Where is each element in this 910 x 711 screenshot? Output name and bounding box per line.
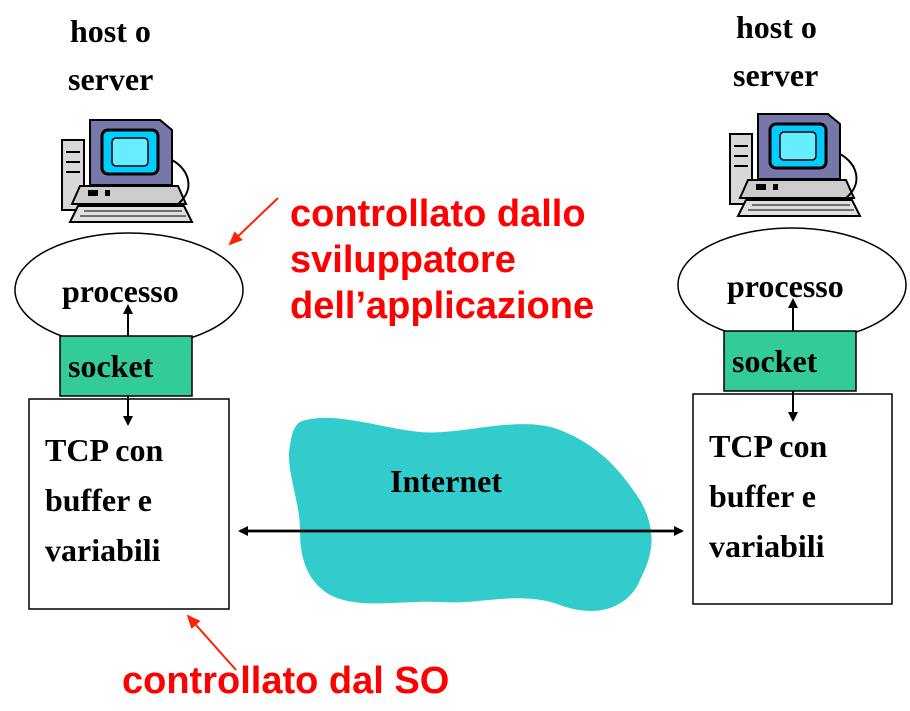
internet-cloud xyxy=(288,417,652,611)
right-tcp-line1: TCP con xyxy=(709,428,827,464)
developer-annotation-line2: sviluppatore xyxy=(290,239,516,281)
os-arrow xyxy=(186,614,237,671)
computer-icon xyxy=(729,113,862,217)
left-host-label-line1: host o xyxy=(70,13,151,49)
left-tcp-line1: TCP con xyxy=(45,432,163,468)
right-tcp-line3: variabili xyxy=(709,528,825,564)
right-host-label-line1: host o xyxy=(736,9,817,45)
right-host-label-line2: server xyxy=(733,57,818,93)
left-socket-label: socket xyxy=(68,348,154,384)
right-tcp-box xyxy=(692,393,893,605)
internet-label: Internet xyxy=(390,463,502,499)
computer-icon xyxy=(61,119,194,223)
developer-annotation-line1: controllato dallo xyxy=(290,193,586,235)
right-process-label: processo xyxy=(727,268,844,304)
right-socket-label: socket xyxy=(732,343,818,379)
right-socket xyxy=(723,330,857,392)
developer-annotation-line3: dell’applicazione xyxy=(290,285,594,327)
developer-arrow xyxy=(228,197,279,246)
left-socket xyxy=(59,335,193,397)
left-tcp-box xyxy=(28,398,230,610)
left-process-label: processo xyxy=(62,273,179,309)
right-tcp-line2: buffer e xyxy=(709,478,816,514)
left-tcp-line3: variabili xyxy=(45,532,161,568)
left-tcp-line2: buffer e xyxy=(45,482,152,518)
os-annotation: controllato dal SO xyxy=(122,660,449,702)
left-host-label-line2: server xyxy=(68,61,153,97)
